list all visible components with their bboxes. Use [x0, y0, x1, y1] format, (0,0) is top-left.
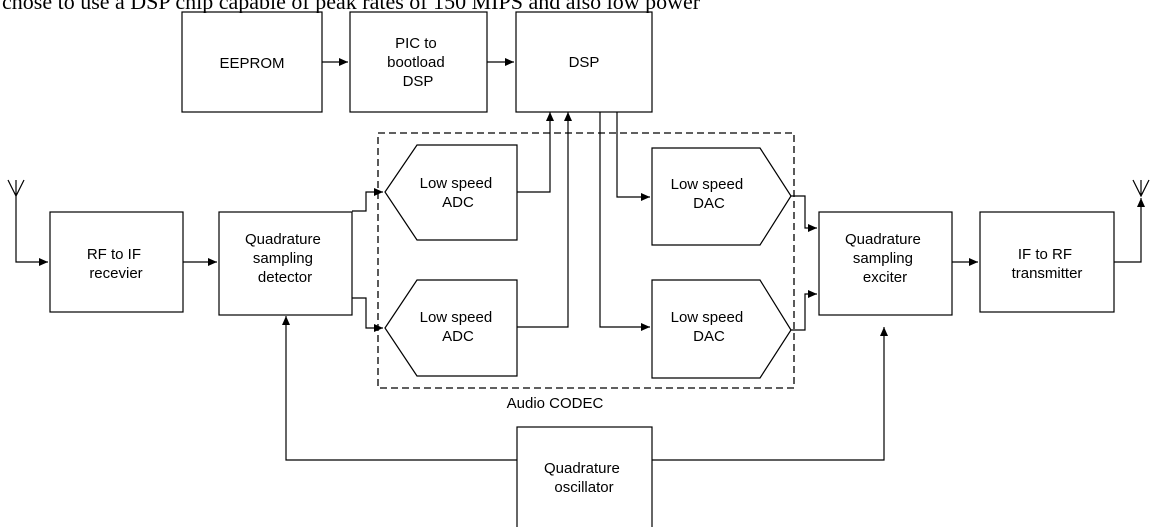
wire-oscillator-to-exciter	[652, 327, 888, 461]
dac-bottom-block: Low speed DAC	[651, 279, 792, 379]
wire-antenna-to-receiver	[15, 196, 48, 266]
if-to-rf-transmitter-label: IF to RF transmitter	[1012, 246, 1083, 282]
signal-wires	[15, 58, 1145, 461]
rf-to-if-receiver-label: RF to IF recevier	[87, 246, 145, 282]
adc-bottom-label: Low speed ADC	[420, 309, 497, 345]
dac-top-label: Low speed DAC	[671, 176, 748, 212]
quadrature-sampling-detector-label: Quadrature sampling detector	[245, 231, 325, 286]
wire-detector-to-adc-bottom	[352, 297, 383, 332]
quadrature-sampling-detector-block: Quadrature sampling detector	[218, 211, 353, 316]
pic-bootload-label: PIC to bootload DSP	[387, 35, 449, 90]
quadrature-oscillator-block: Quadrature oscillator	[516, 426, 653, 531]
audio-codec-label: Audio CODEC	[507, 395, 604, 412]
wire-oscillator-to-detector	[282, 316, 517, 461]
quadrature-sampling-exciter-block: Quadrature sampling exciter	[818, 211, 953, 316]
rf-to-if-receiver-block: RF to IF recevier	[49, 211, 184, 313]
adc-top-block: Low speed ADC	[384, 144, 518, 241]
quadrature-oscillator-label: Quadrature oscillator	[544, 460, 624, 496]
wire-dsp-to-dac-bottom	[599, 112, 650, 331]
wire-dac-bottom-to-exciter	[791, 290, 817, 331]
dsp-label: DSP	[569, 54, 600, 71]
adc-top-label: Low speed ADC	[420, 175, 497, 211]
wire-dac-top-to-exciter	[791, 195, 817, 232]
wire-adc-bottom-to-dsp	[517, 112, 572, 328]
dac-bottom-label: Low speed DAC	[671, 309, 748, 345]
wire-dsp-to-dac-top	[616, 112, 650, 201]
dsp-block: DSP	[515, 11, 653, 113]
if-to-rf-transmitter-block: IF to RF transmitter	[979, 211, 1115, 313]
eeprom-block: EEPROM	[181, 11, 323, 113]
wire-detector-to-adc-top	[352, 188, 383, 212]
eeprom-label: EEPROM	[219, 55, 284, 72]
pic-bootload-block: PIC to bootload DSP	[349, 11, 488, 113]
page-caption: chose to use a DSP chip capable of peak …	[2, 0, 701, 13]
adc-bottom-block: Low speed ADC	[384, 279, 518, 377]
wire-adc-top-to-dsp	[517, 112, 554, 193]
dac-top-block: Low speed DAC	[651, 147, 792, 246]
transmit-antenna-icon	[1132, 179, 1150, 198]
receive-antenna-icon	[7, 179, 25, 198]
wire-transmitter-to-antenna	[1114, 198, 1145, 263]
quadrature-sampling-exciter-label: Quadrature sampling exciter	[845, 231, 925, 286]
audio-codec-boundary	[377, 132, 795, 389]
